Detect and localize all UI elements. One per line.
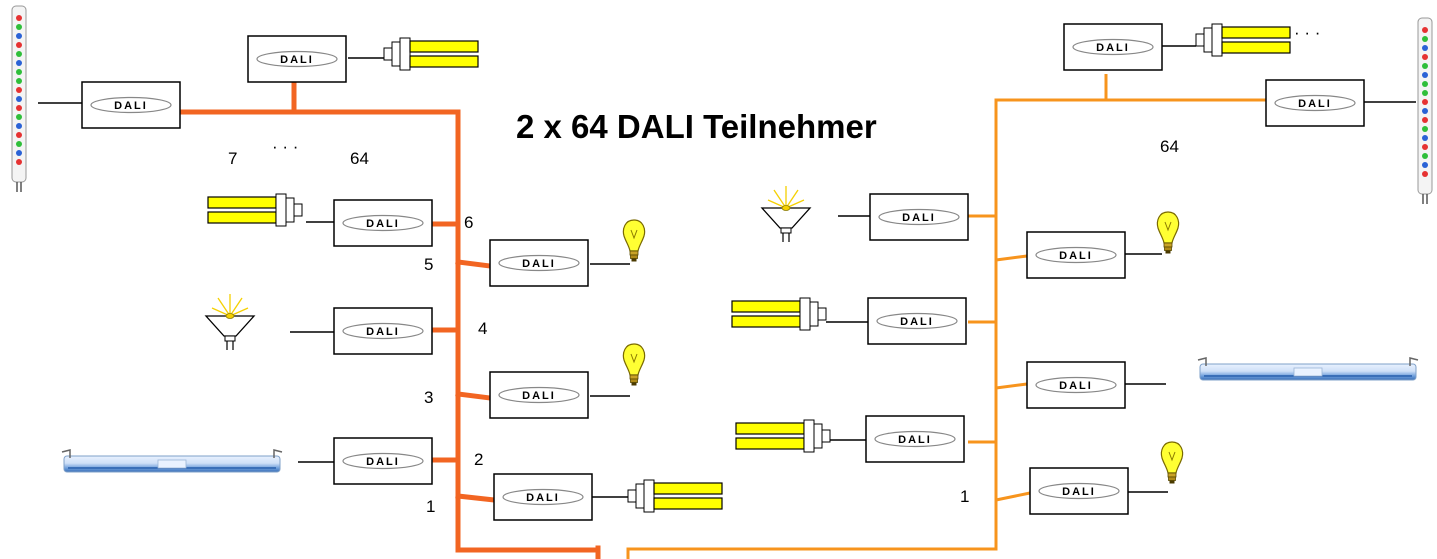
ellipsis-label: · · ·: [1294, 23, 1320, 42]
svg-text:DALI: DALI: [526, 492, 560, 504]
address-label: 64: [1160, 137, 1179, 156]
dali-module: DALI: [333, 199, 433, 247]
cfl-lamp-icon: [735, 419, 831, 453]
dali-module: DALI: [489, 371, 589, 419]
address-label: 1: [960, 487, 969, 506]
dali-module: DALI: [489, 239, 589, 287]
svg-text:DALI: DALI: [366, 456, 400, 468]
cfl-lamp-icon: [207, 193, 303, 227]
light-bulb-icon: [622, 343, 646, 387]
svg-text:DALI: DALI: [114, 100, 148, 112]
svg-text:DALI: DALI: [1059, 380, 1093, 392]
dali-boxes: DALI DALI DALI DALI DALI DALI DALI DALI …: [81, 23, 1365, 521]
svg-text:DALI: DALI: [366, 326, 400, 338]
dali-module: DALI: [333, 307, 433, 355]
address-label: 6: [464, 213, 473, 232]
address-label: 4: [478, 319, 487, 338]
address-label: 1: [426, 497, 435, 516]
led-strip-left-icon: [11, 5, 27, 192]
svg-text:DALI: DALI: [1059, 250, 1093, 262]
address-label: 3: [424, 388, 433, 407]
halogen-lamp-icon: [205, 293, 255, 351]
svg-text:DALI: DALI: [1062, 486, 1096, 498]
dali-module: DALI: [1063, 23, 1163, 71]
device-wires: [38, 45, 1416, 498]
cfl-lamp-icon: [1195, 23, 1291, 57]
led-strip-right-icon: [1417, 17, 1433, 204]
dali-module: DALI: [1026, 231, 1126, 279]
tube-lamps: [61, 357, 1419, 473]
dali-module: DALI: [493, 473, 593, 521]
left-bus-lines: [177, 81, 601, 559]
halogen-lamp-icon: [761, 185, 811, 243]
dali-module: DALI: [1265, 79, 1365, 127]
svg-text:DALI: DALI: [1096, 42, 1130, 54]
svg-text:DALI: DALI: [280, 54, 314, 66]
cfl-lamp-icon: [383, 37, 479, 71]
address-label: 5: [424, 255, 433, 274]
right-bus-lines: [626, 74, 1268, 559]
light-bulb-icon: [622, 219, 646, 263]
dali-module: DALI: [247, 35, 347, 83]
diagram-title: 2 x 64 DALI Teilnehmer: [516, 108, 877, 145]
svg-text:DALI: DALI: [1298, 98, 1332, 110]
dali-module: DALI: [81, 81, 181, 129]
address-label: 64: [350, 149, 369, 168]
light-bulb-icon: [1156, 211, 1180, 255]
cfl-lamp-icon: [627, 479, 723, 513]
fluorescent-tube-icon: [1197, 357, 1419, 381]
svg-text:DALI: DALI: [522, 390, 556, 402]
dali-module: DALI: [333, 437, 433, 485]
svg-text:DALI: DALI: [900, 316, 934, 328]
address-label: 2: [474, 450, 483, 469]
dali-module: DALI: [867, 297, 967, 345]
left-address-labels: 7 · · · 64 6 5 4 3 2 1: [228, 137, 487, 516]
svg-text:DALI: DALI: [366, 218, 400, 230]
light-bulb-icon: [1160, 441, 1184, 485]
address-label: 7: [228, 149, 237, 168]
dali-module: DALI: [1026, 361, 1126, 409]
dali-module: DALI: [869, 193, 969, 241]
svg-text:DALI: DALI: [898, 434, 932, 446]
dali-module: DALI: [865, 415, 965, 463]
ellipsis-label: · · ·: [272, 137, 298, 156]
svg-text:DALI: DALI: [522, 258, 556, 270]
dali-module: DALI: [1029, 467, 1129, 515]
svg-text:DALI: DALI: [902, 212, 936, 224]
cfl-lamp-icon: [731, 297, 827, 331]
right-address-labels: 64 1 · · ·: [960, 23, 1320, 506]
fluorescent-tube-icon: [61, 449, 283, 473]
